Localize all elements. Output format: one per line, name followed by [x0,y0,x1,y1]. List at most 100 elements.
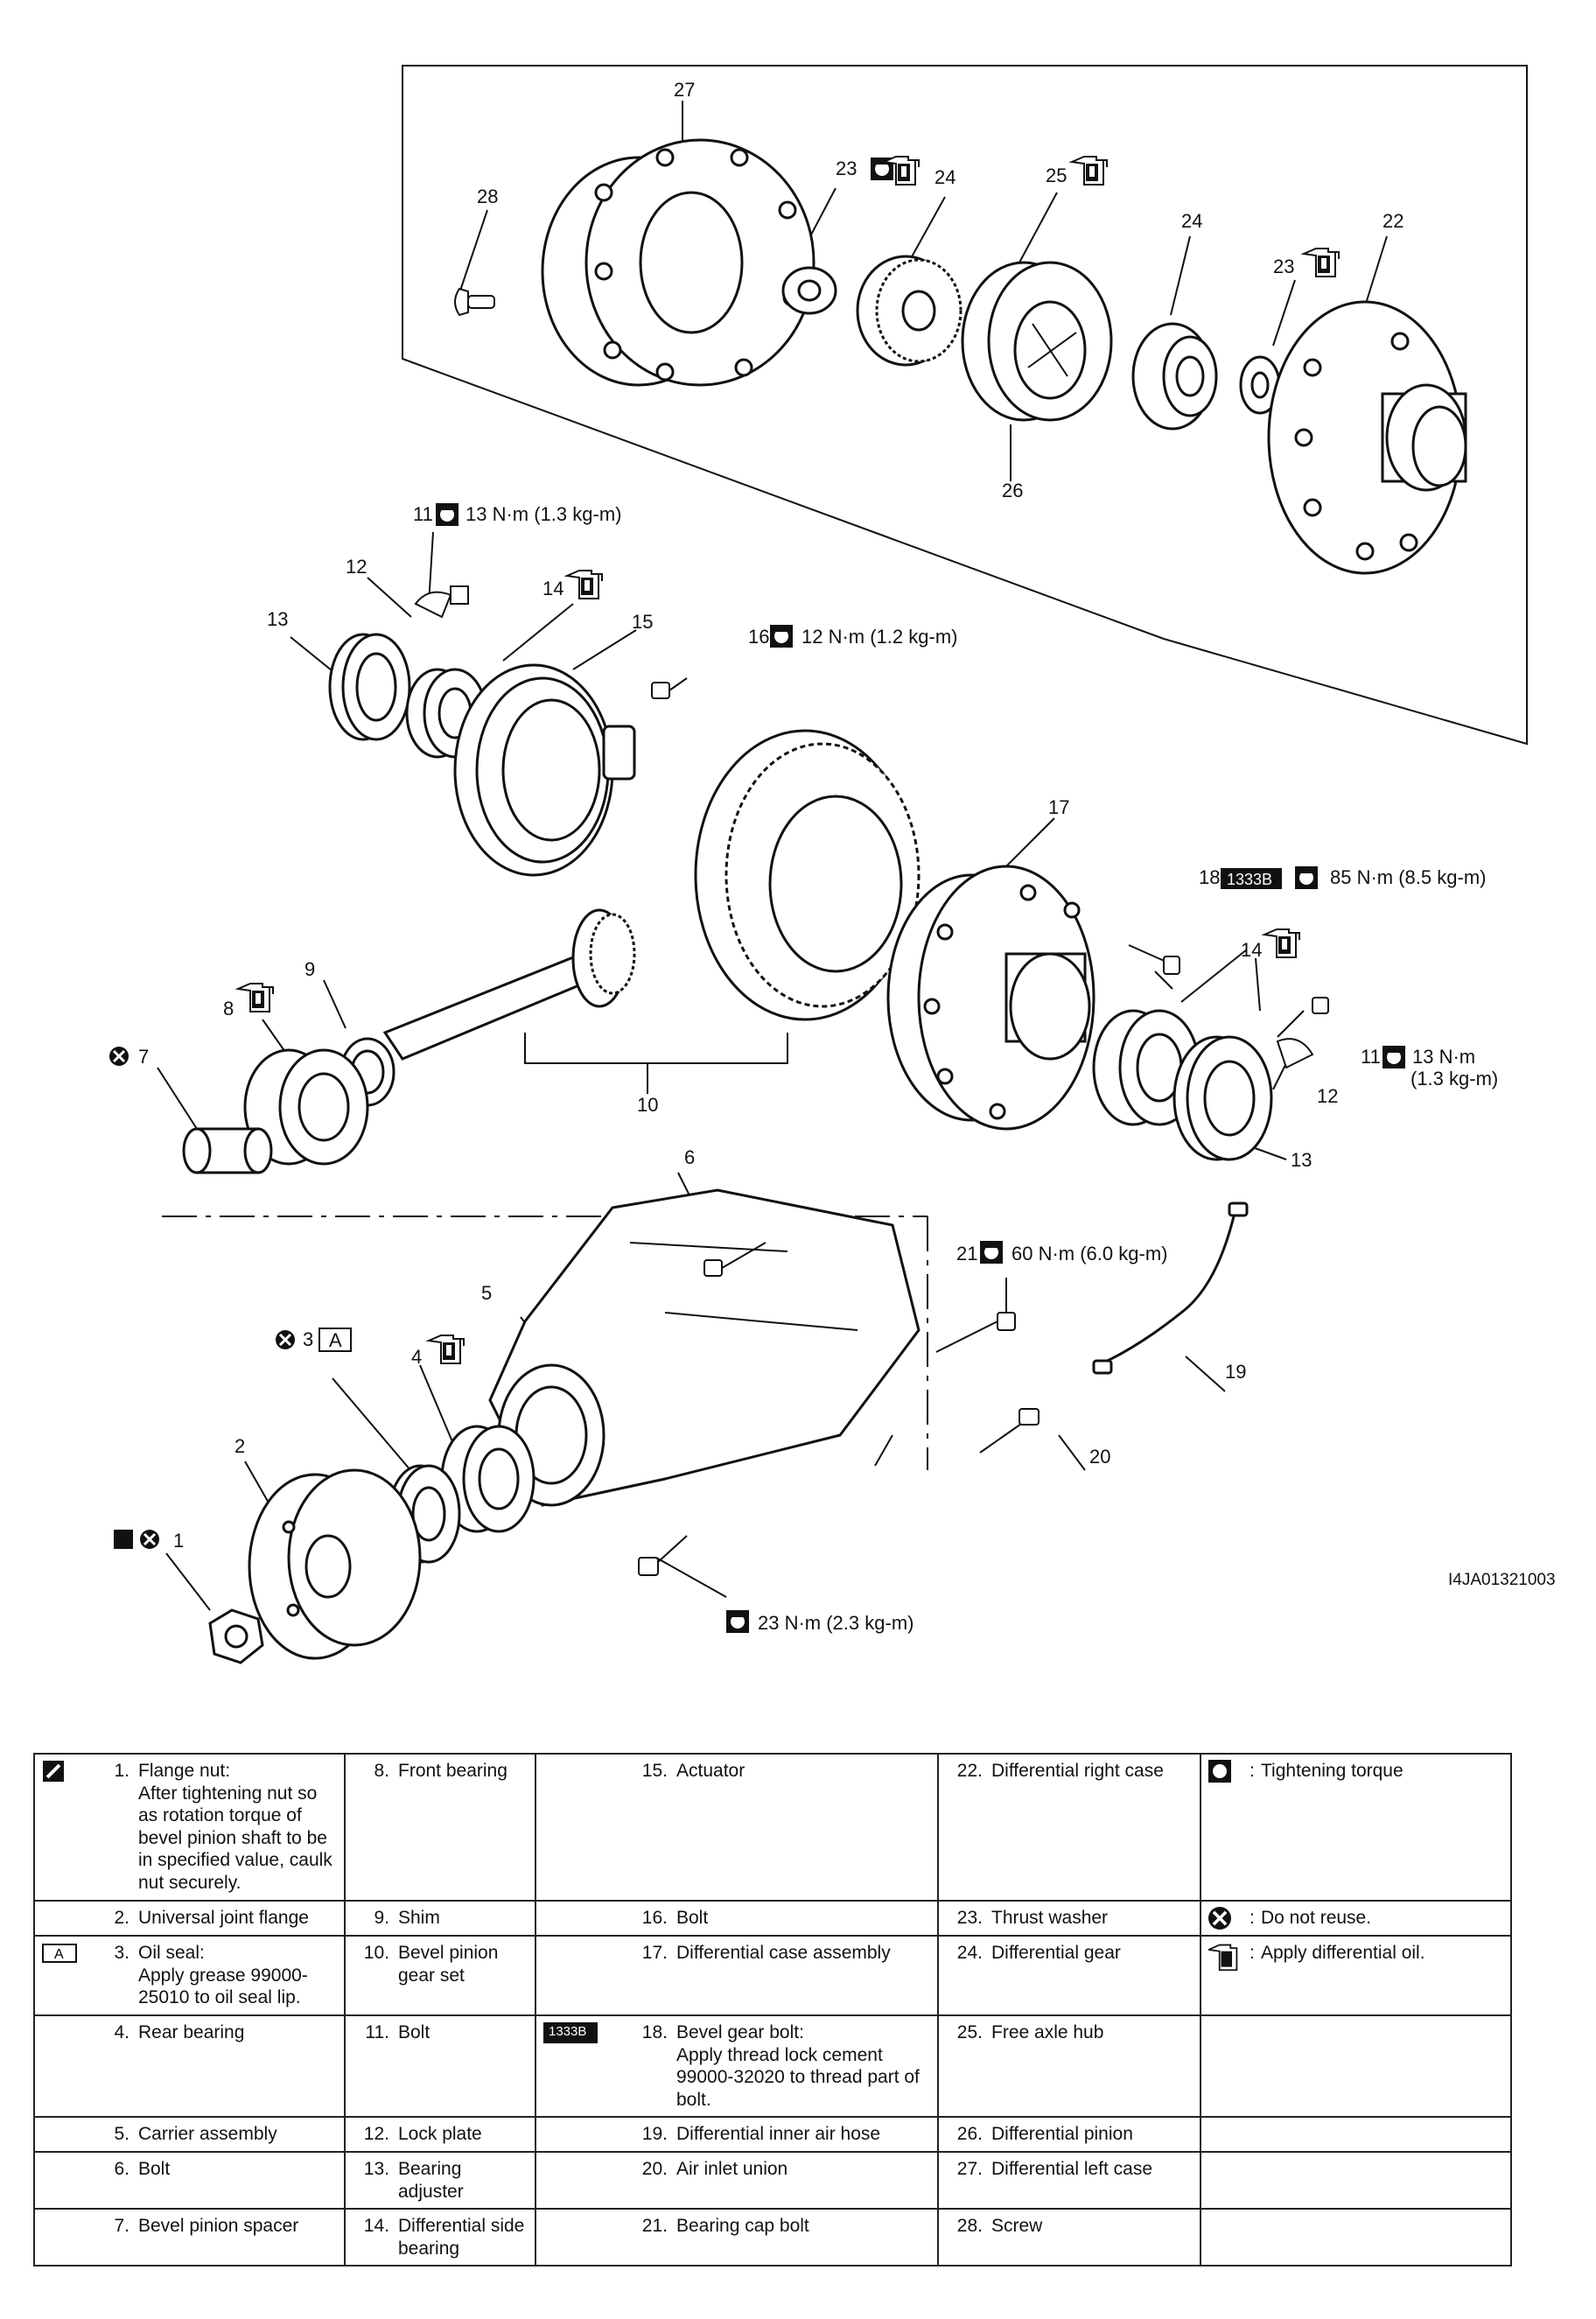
callout-12b: 12 [1317,1085,1338,1107]
legend-cell: 8.Front bearing [344,1753,536,1902]
part-27-differential-left-case [541,138,816,387]
legend-text: Differential case assembly [676,1942,930,1965]
callout-10: 10 [637,1094,658,1116]
legend-number: 24. [956,1943,983,1964]
callout-24b: 24 [1181,210,1202,232]
torque-icon [770,625,793,648]
legend-number: 17. [641,1943,668,1964]
part-13-bearing-adjuster [328,633,411,741]
legend-number: 8. [374,1761,389,1781]
grease-icon: A [42,1942,93,1965]
part-20-air-inlet-union [979,1408,1040,1454]
callout-13a: 13 [267,608,288,630]
legend-key-cell: :Apply differential oil. [1200,1935,1512,2016]
legend-description: After tightening nut so as rotation torq… [138,1783,332,1894]
callout-19: 19 [1225,1361,1246,1383]
svg-text:A: A [54,1947,64,1962]
legend-text: Lock plate [398,2123,528,2146]
part-23-thrust-washer [781,266,837,315]
oil-can-icon [428,1335,465,1364]
callout-24a: 24 [934,166,956,188]
torque-icon [980,1241,1003,1264]
thread-lock-icon: 1333B [543,2021,631,2044]
callout-labels: 27 28 23 24 25 24 23 22 26 11 13 N·m (1.… [108,79,1498,1634]
legend-text: Flange nut:After tightening nut so as ro… [138,1760,337,1895]
legend-key-separator: : [1250,1761,1255,1781]
part-24-differential-gear [856,255,962,367]
part-22-differential-right-case [1267,300,1467,575]
part-12-lock-plate [414,585,469,619]
part-10-ring-gear [694,729,920,1021]
legend-title: Differential side bearing [398,2216,525,2259]
callout-26: 26 [1002,480,1023,501]
legend-cell: 5. Carrier assembly [33,2116,346,2153]
legend-number: 5. [114,2124,130,2145]
torque-icon [1208,1760,1243,1783]
legend-text: Differential right case [991,1760,1193,1783]
legend-cell: 24.Differential gear [937,1935,1201,2016]
legend-text: Rear bearing [138,2021,337,2044]
thread-lock-code: 1333B [549,2023,587,2039]
part-25-free-axle-hub [961,261,1113,422]
legend-text: Oil seal:Apply grease 99000-25010 to oil… [138,1942,337,2009]
legend-description: Apply thread lock cement 99000-32020 to … [676,2044,920,2110]
grease-icon [318,1328,352,1352]
callout-11a: 11 [413,503,433,525]
legend-title: Carrier assembly [138,2124,277,2145]
legend-text: Carrier assembly [138,2123,337,2146]
legend-key-cell: :Tightening torque [1200,1753,1512,1902]
callout-6: 6 [684,1146,695,1168]
legend-key-separator: : [1250,1943,1255,1964]
legend-cell: 25.Free axle hub [937,2014,1201,2119]
torque-11a: 13 N·m (1.3 kg-m) [466,503,621,525]
legend-key-cell [1200,2150,1512,2210]
legend-title: Shim [398,1907,440,1928]
oil-can-icon [1303,248,1340,277]
legend-title: Rear bearing [138,2021,245,2042]
legend-title: Oil seal: [138,1943,205,1964]
legend-text: Bevel pinion gear set [398,1942,528,1986]
part-19-differential-inner-air-hose [1092,1202,1249,1375]
legend-number: 18. [641,2021,668,2042]
legend-number: 26. [956,2124,983,2145]
caulk-icon [114,1530,133,1549]
legend-cell: 14.Differential side bearing [344,2208,536,2267]
callout-9: 9 [304,958,315,980]
legend-number: 27. [956,2158,983,2179]
legend-text: Bolt [676,1907,930,1930]
legend-title: Differential case assembly [676,1943,891,1964]
legend-title: Differential left case [991,2158,1153,2179]
legend-number: 13. [363,2158,389,2179]
legend-number: 10. [363,1943,389,1964]
legend-number: 2. [114,1907,130,1928]
legend-text: Shim [398,1907,528,1930]
legend-number: 16. [641,1907,668,1928]
legend-text: Bolt [398,2021,528,2044]
callout-12a: 12 [346,556,367,578]
part-1-flange-nut [208,1608,264,1664]
legend-text: Actuator [676,1760,930,1783]
part-5-carrier-assembly [488,1188,920,1507]
legend-text: Differential inner air hose [676,2123,930,2146]
legend-cell: 21.Bearing cap bolt [535,2208,939,2267]
part-28-screw [454,287,495,317]
callout-23b: 23 [1273,256,1294,277]
callout-2: 2 [234,1435,245,1457]
torque-11b-1: 13 N·m [1412,1046,1475,1068]
legend-key-cell [1200,2208,1512,2267]
legend-title: Bearing adjuster [398,2158,464,2202]
legend-cell: 28.Screw [937,2208,1201,2267]
legend-title: Screw [991,2216,1043,2237]
legend-title: Bolt [138,2158,171,2179]
legend-cell: 13. Bearing adjuster [344,2150,536,2210]
legend-title: Thrust washer [991,1907,1109,1928]
legend-cell: 19.Differential inner air hose [535,2116,939,2153]
torque-icon [1382,1046,1405,1068]
legend-title: Universal joint flange [138,1907,309,1928]
